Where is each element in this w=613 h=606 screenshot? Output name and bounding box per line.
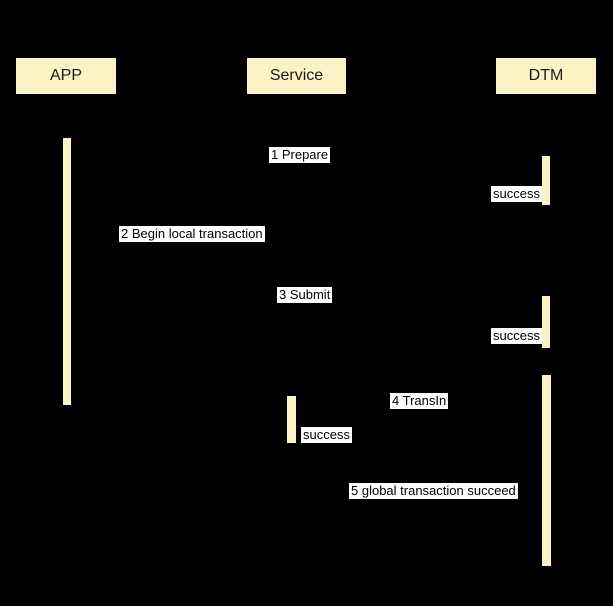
message-label-1-prepare: 1 Prepare xyxy=(269,147,331,163)
message-label-success-2: success xyxy=(491,328,542,344)
activation-service xyxy=(287,396,296,443)
participant-app-label: APP xyxy=(49,67,82,84)
lifeline-service xyxy=(296,94,297,566)
message-label-success-3: success xyxy=(301,427,352,443)
participant-service-label: Service xyxy=(269,67,324,84)
activation-dtm-3 xyxy=(542,375,551,566)
participant-dtm-label: DTM xyxy=(528,67,564,84)
message-label-5-global-transaction-succeed: 5 global transaction succeed xyxy=(349,483,518,499)
message-label-4-transin: 4 TransIn xyxy=(390,393,449,409)
message-label-2-begin-local-transaction: 2 Begin local transaction xyxy=(119,226,265,242)
participant-dtm: DTM xyxy=(496,58,596,94)
participant-app: APP xyxy=(16,58,116,94)
activation-dtm-2 xyxy=(542,296,550,348)
participant-service: Service xyxy=(247,58,346,94)
message-label-3-submit: 3 Submit xyxy=(277,287,333,303)
activation-dtm-1 xyxy=(542,156,550,205)
activation-app xyxy=(63,138,71,405)
message-label-success-1: success xyxy=(491,186,542,202)
